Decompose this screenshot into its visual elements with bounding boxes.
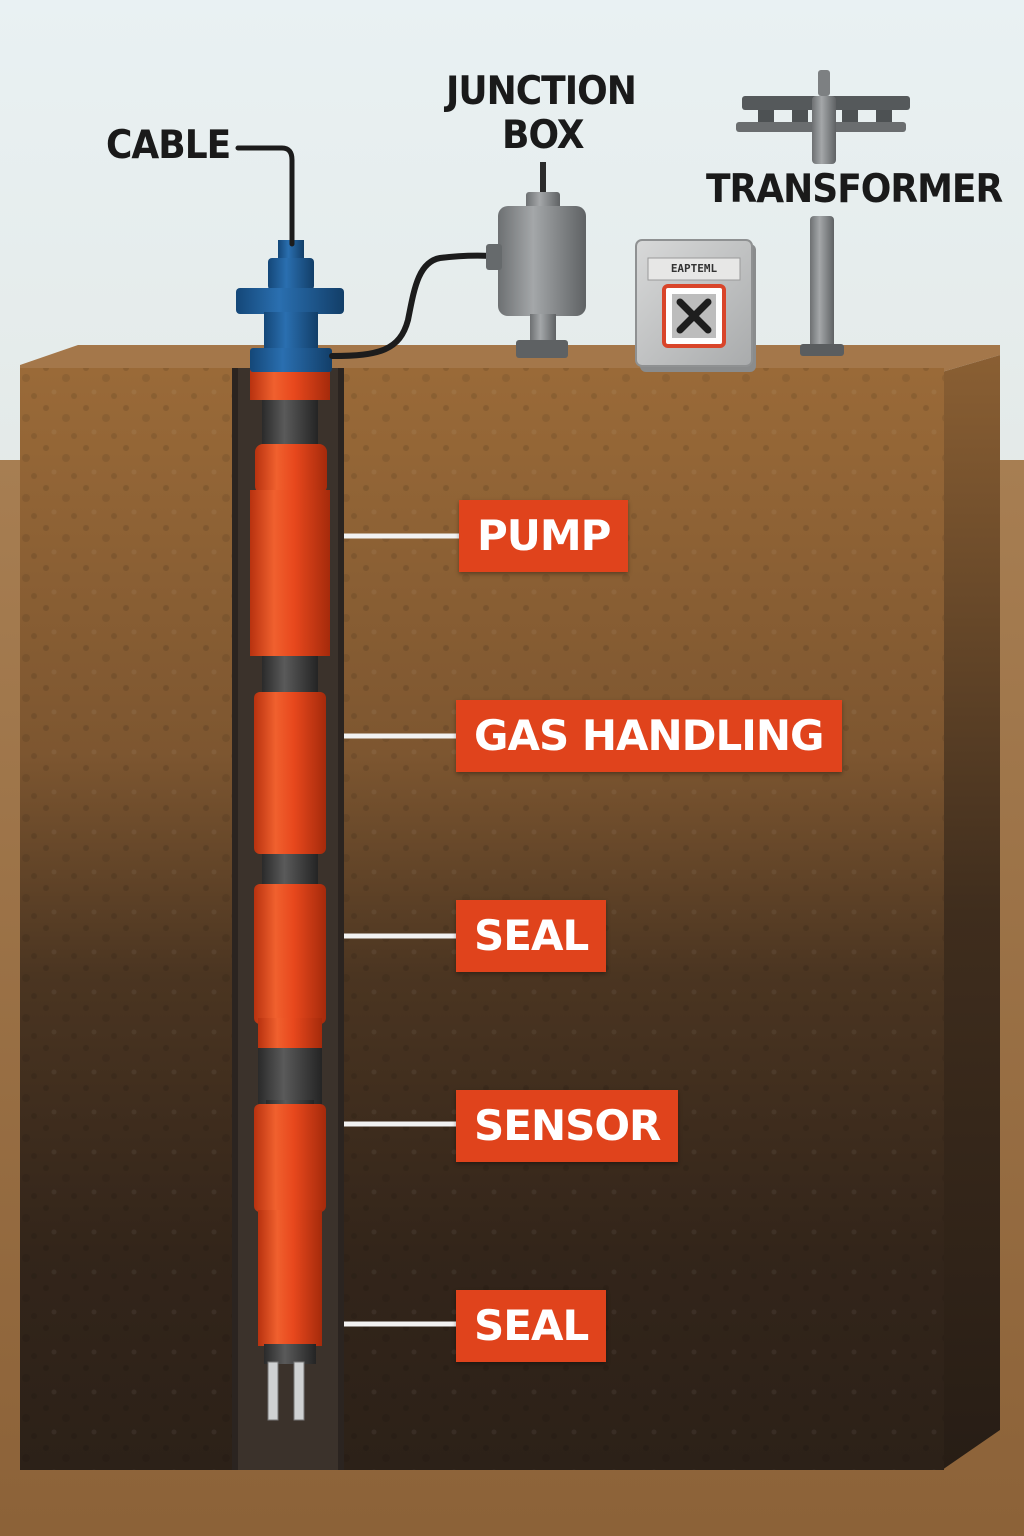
shaft-segment: [262, 656, 318, 696]
close-x-icon: [676, 298, 712, 334]
pump-tag: PUMP: [459, 500, 629, 572]
seal-section-collar: [258, 1018, 322, 1050]
wellhead-neck: [268, 258, 314, 290]
junction-box-port: [486, 244, 502, 270]
seal-lower-tag: SEAL: [456, 1290, 607, 1362]
control-box-label-plate: [647, 257, 741, 281]
surface-cable: [329, 252, 499, 359]
pole-base: [800, 344, 844, 356]
junction-box-foot: [516, 340, 568, 358]
sensor-tag: SENSOR: [456, 1090, 679, 1162]
control-box-sign: EAPTEML: [670, 262, 718, 275]
pump-section: [255, 444, 327, 494]
pump-section-body: [250, 490, 330, 656]
pole-lower-shaft: [810, 216, 834, 352]
wellhead-body: [264, 312, 318, 352]
seal-tag: SEAL: [456, 900, 607, 972]
junction-box-antenna: [540, 162, 546, 198]
coupling: [250, 368, 330, 400]
junction-box-label-line1: JUNCTION: [446, 69, 637, 114]
esp-string: [250, 368, 330, 1421]
wellhead-base: [250, 348, 332, 372]
cable-label: CABLE: [106, 123, 231, 168]
transformer-pole: [736, 70, 910, 356]
pole-top-spike: [818, 70, 830, 96]
shaft-segment: [262, 400, 318, 446]
probe-left: [267, 1361, 279, 1421]
junction-box-stand: [530, 314, 556, 344]
sensor-section: [254, 1104, 326, 1212]
junction-box-cap: [526, 192, 560, 210]
gas-handler-section: [254, 692, 326, 854]
gas-handling-tag: GAS HANDLING: [456, 700, 842, 772]
junction-box: [486, 162, 586, 358]
label-leaders: [344, 533, 460, 1327]
shaft-segment: [258, 1048, 322, 1106]
base-plug: [264, 1344, 316, 1364]
junction-box-body: [498, 206, 586, 316]
transformer-label: TRANSFORMER: [706, 167, 1003, 212]
probe-right: [293, 1361, 305, 1421]
junction-box-label-line2: BOX: [502, 113, 585, 158]
seal-section: [254, 884, 326, 1024]
wellhead: [236, 240, 344, 372]
control-box: [635, 239, 756, 372]
pole-upper-shaft: [812, 96, 836, 164]
soil-block-side: [942, 355, 1000, 1470]
wellhead-flange: [236, 288, 344, 314]
shaft-segment: [262, 854, 318, 888]
soil-block-top: [20, 345, 1000, 372]
cable-leader-line: [235, 145, 295, 247]
lower-seal-section: [258, 1210, 322, 1346]
